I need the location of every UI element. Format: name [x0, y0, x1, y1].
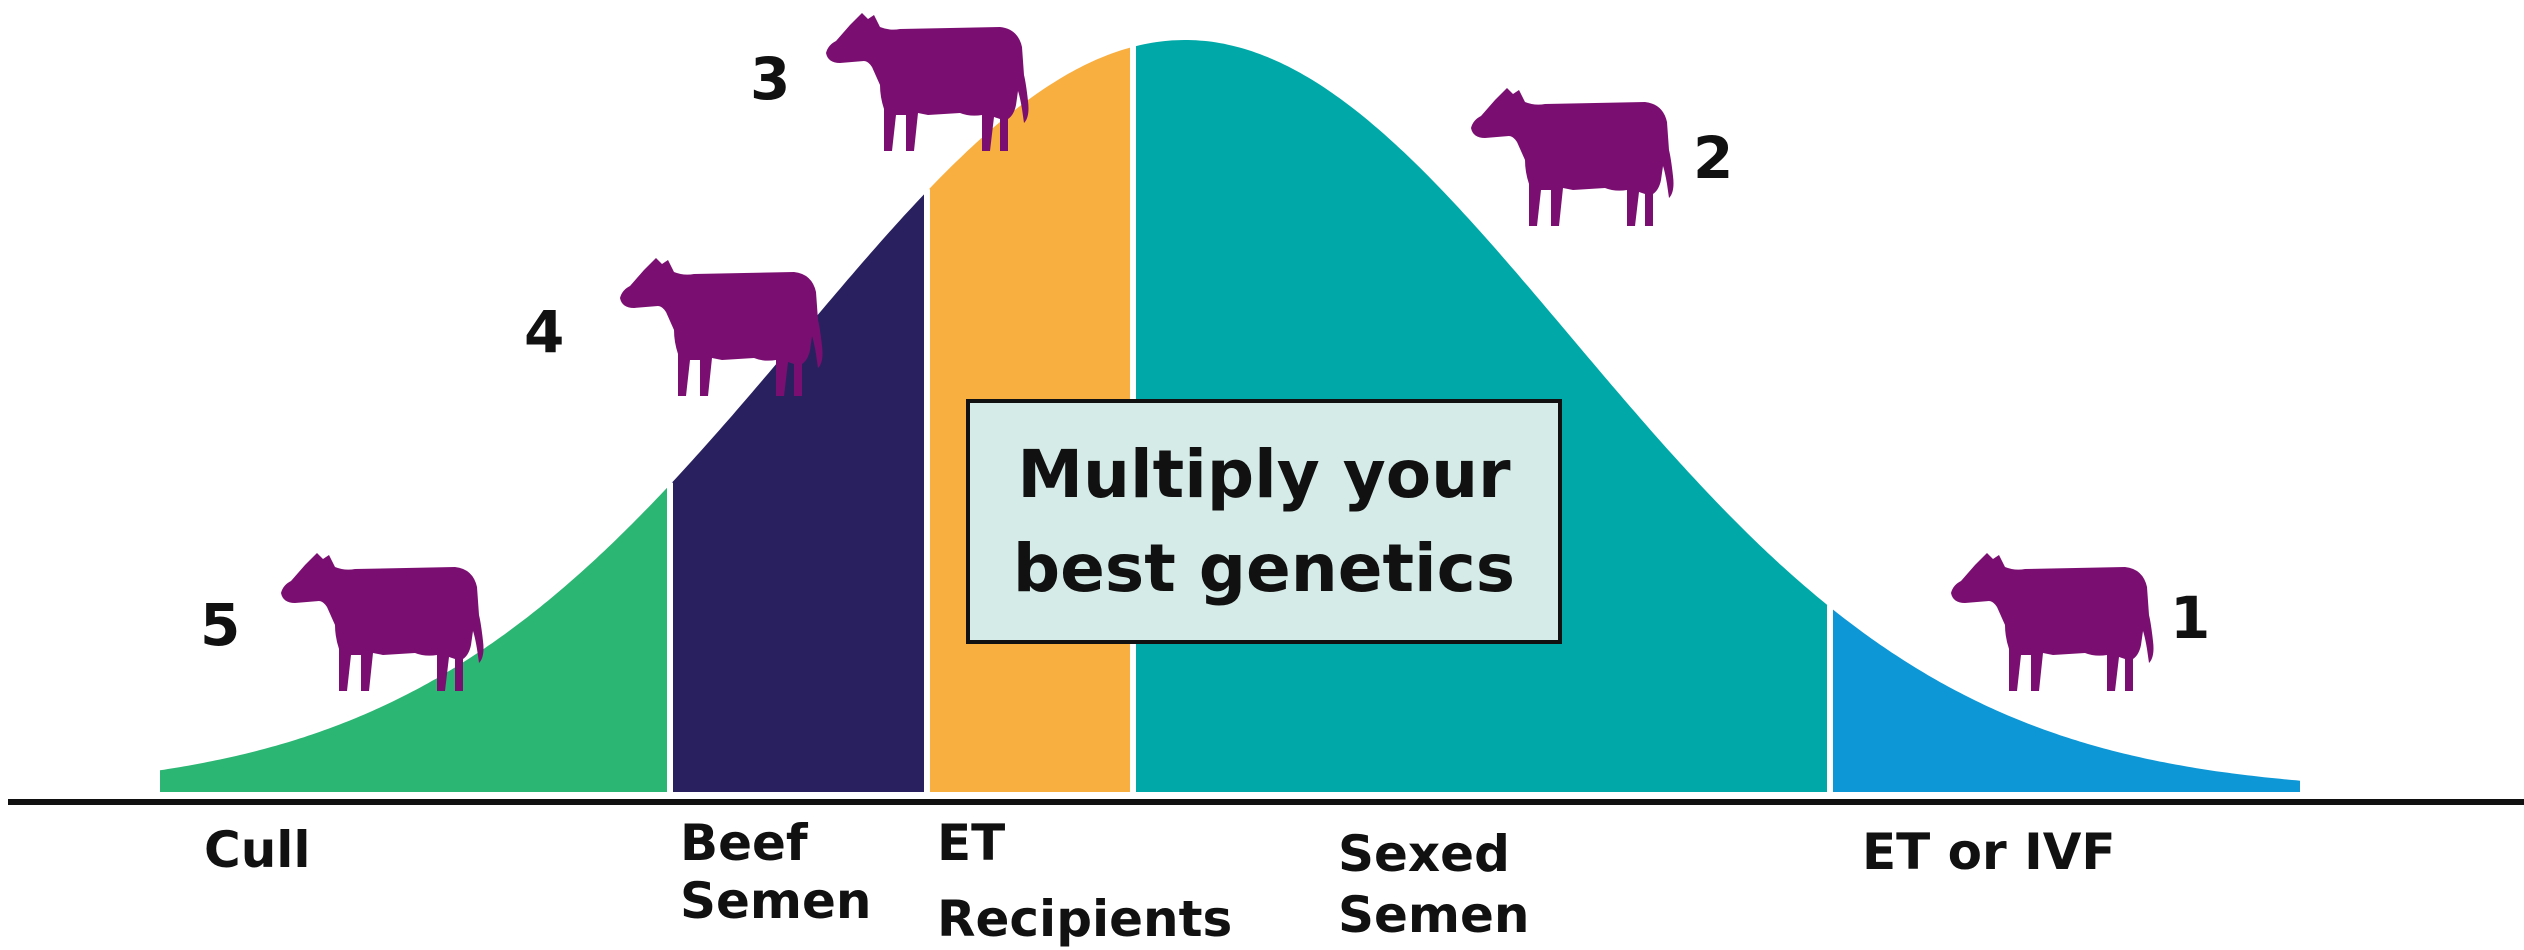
label-cull: Cull: [204, 821, 311, 879]
segment-cull: [160, 40, 670, 792]
callout-line-1: Multiply your: [1017, 436, 1511, 513]
cow-icon: [1951, 553, 2154, 691]
label-sexed-semen-line-2: Semen: [1338, 886, 1530, 944]
callout-line-2: best genetics: [1013, 530, 1515, 607]
rank-4-label: 4: [524, 298, 564, 366]
segment-etivf: [1830, 40, 2300, 792]
label-sexed-semen-line-1: Sexed: [1338, 825, 1510, 883]
segment-et: [927, 40, 1133, 792]
label-et-recipients-line-1: ET: [937, 814, 1005, 872]
callout-box: Multiply your best genetics: [966, 399, 1562, 644]
label-beef-semen-line-1: Beef: [680, 814, 809, 872]
rank-5-label: 5: [200, 591, 240, 659]
rank-1-label: 1: [2170, 584, 2210, 652]
rank-2-label: 2: [1693, 124, 1733, 192]
label-beef-semen-line-2: Semen: [680, 872, 872, 930]
callout-box-background: [966, 399, 1562, 644]
cow-icon: [1471, 88, 1674, 226]
label-et-recipients-line-2: Recipients: [937, 890, 1232, 948]
rank-3-label: 3: [750, 45, 790, 113]
label-et-or-ivf: ET or IVF: [1862, 823, 2116, 881]
curve-segments: [160, 40, 2300, 792]
